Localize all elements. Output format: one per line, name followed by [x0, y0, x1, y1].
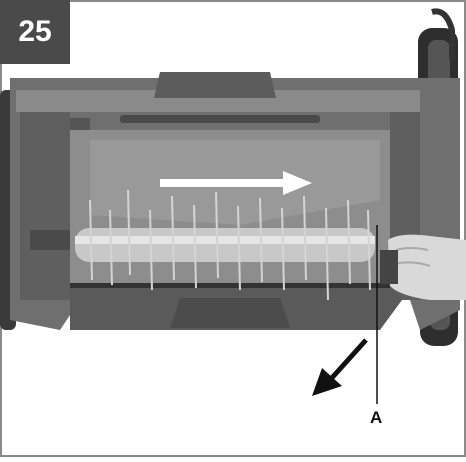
callout-label-a: A: [370, 408, 383, 427]
figure-number-badge: 25: [0, 0, 70, 64]
machine-housing: [10, 72, 460, 330]
direction-arrow-right: [160, 171, 312, 195]
tine-shaft: [75, 189, 375, 301]
hand: [380, 234, 466, 300]
pull-direction-arrow: [312, 338, 368, 396]
